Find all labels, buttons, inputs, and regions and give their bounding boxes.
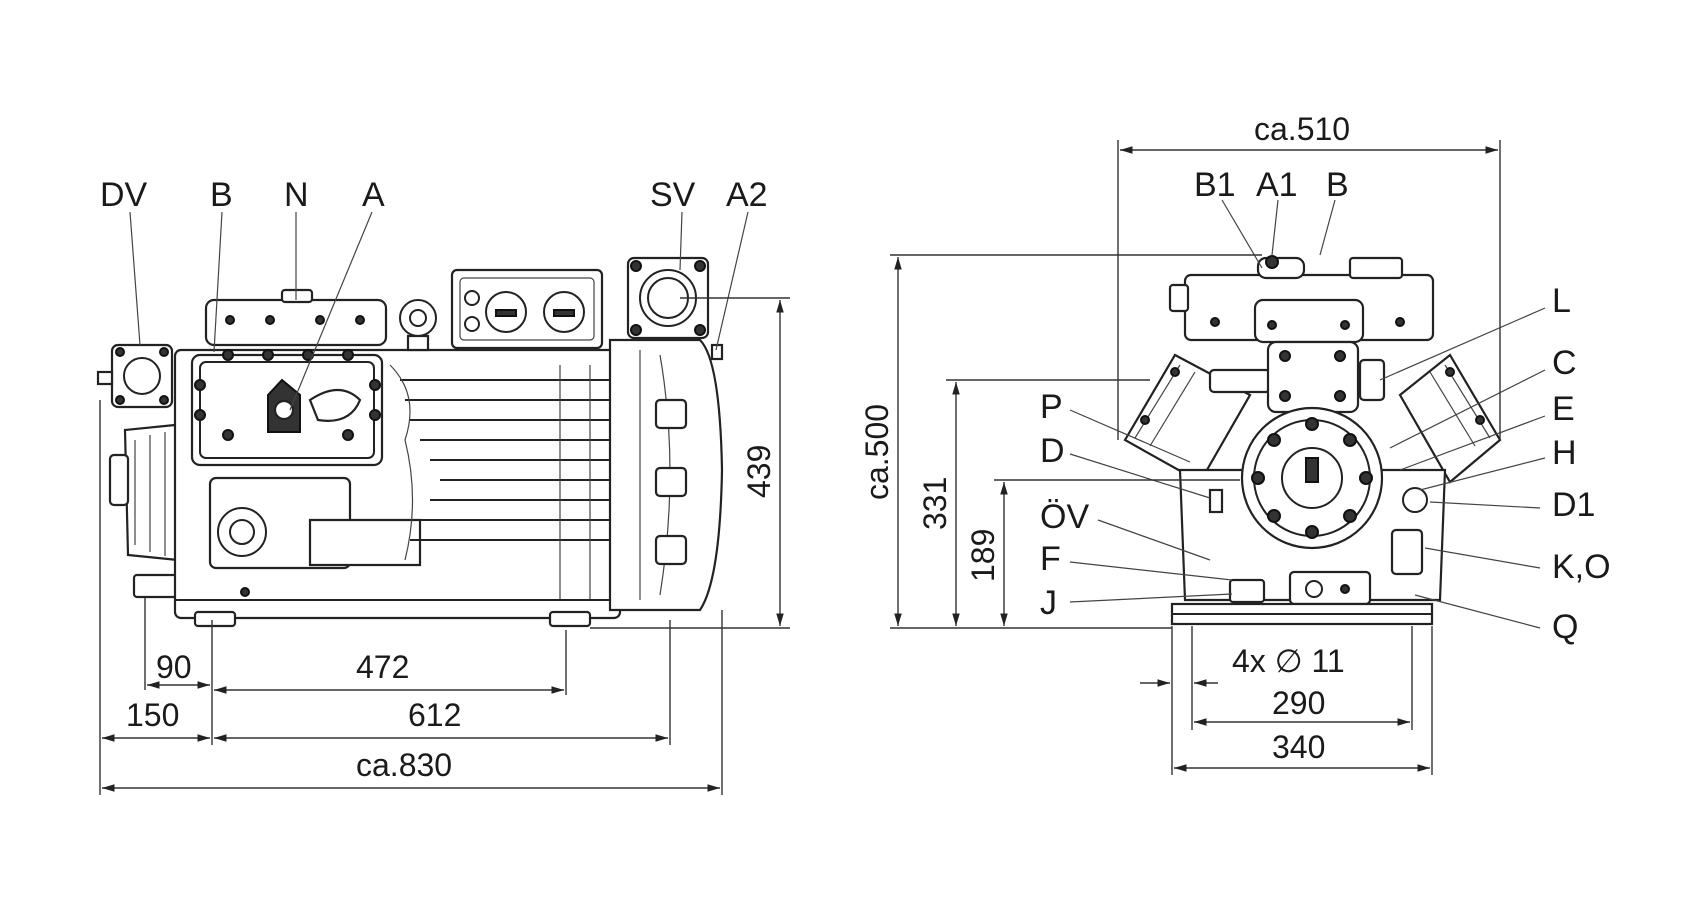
crankcase — [173, 348, 622, 628]
front-top-leaders — [1221, 199, 1336, 269]
label-ov: ÖV — [1040, 498, 1089, 536]
dim-510: ca.510 — [1117, 111, 1501, 440]
front-center-block — [1266, 340, 1360, 414]
side-view-leaders — [129, 211, 749, 411]
dim-290-text: 290 — [1272, 685, 1325, 721]
dim-500: ca.500 — [859, 254, 1262, 629]
front-view: B1 A1 B P D ÖV F J L C E H D1 K,O Q ca.5… — [859, 111, 1611, 775]
front-base-plate — [1170, 602, 1434, 626]
label-l: L — [1552, 282, 1571, 320]
label-sv: SV — [650, 176, 696, 214]
dim-90-text: 90 — [156, 649, 192, 685]
label-b: B — [210, 176, 233, 214]
front-right-leaders — [1379, 307, 1546, 629]
dim-189: 189 — [965, 479, 1240, 626]
label-p: P — [1040, 388, 1063, 426]
dim-340-text: 340 — [1272, 729, 1325, 765]
dim-189-text: 189 — [965, 529, 1001, 582]
label-dv: DV — [100, 176, 148, 214]
dim-331: 331 — [917, 379, 1150, 626]
dim-439: 439 — [590, 297, 790, 629]
dim-439-text: 439 — [741, 445, 777, 498]
label-ko: K,O — [1552, 548, 1611, 586]
label-a1: A1 — [1256, 166, 1298, 204]
label-b1: B1 — [1194, 166, 1236, 204]
front-top-head — [1168, 255, 1435, 344]
label-c: C — [1552, 344, 1577, 382]
label-a: A — [362, 176, 385, 214]
dim-830-text: ca.830 — [356, 747, 452, 783]
motor-end-cover — [108, 423, 182, 599]
label-d1: D1 — [1552, 486, 1595, 524]
label-e: E — [1552, 390, 1575, 428]
cylinder-head-top — [204, 288, 437, 352]
dim-holes-text: 4x ∅ 11 — [1232, 643, 1345, 679]
dim-331-text: 331 — [917, 477, 953, 530]
dim-500-text: ca.500 — [859, 404, 895, 500]
front-left-leaders — [1069, 409, 1233, 603]
dim-472-text: 472 — [356, 649, 409, 685]
label-d: D — [1040, 432, 1065, 470]
label-f: F — [1040, 540, 1061, 578]
label-n: N — [284, 176, 309, 214]
front-base-dims: 4x ∅ 11 290 340 — [1140, 626, 1433, 775]
front-crankcase — [1178, 406, 1447, 606]
terminal-box — [450, 268, 604, 350]
suction-housing — [608, 338, 724, 612]
label-b-front: B — [1326, 166, 1349, 204]
label-q: Q — [1552, 608, 1578, 646]
label-a2: A2 — [726, 176, 768, 214]
dv-flange — [96, 343, 174, 409]
label-j: J — [1040, 584, 1057, 622]
dim-612-text: 612 — [408, 697, 461, 733]
dim-510-text: ca.510 — [1254, 111, 1350, 147]
label-h: H — [1552, 434, 1577, 472]
side-view: DV B N A SV A2 439 90 472 — [96, 176, 790, 795]
side-horizontal-dims: 90 472 150 612 ca.830 — [99, 400, 723, 795]
dim-150-text: 150 — [126, 697, 179, 733]
left-cylinder-bank — [1123, 353, 1272, 484]
